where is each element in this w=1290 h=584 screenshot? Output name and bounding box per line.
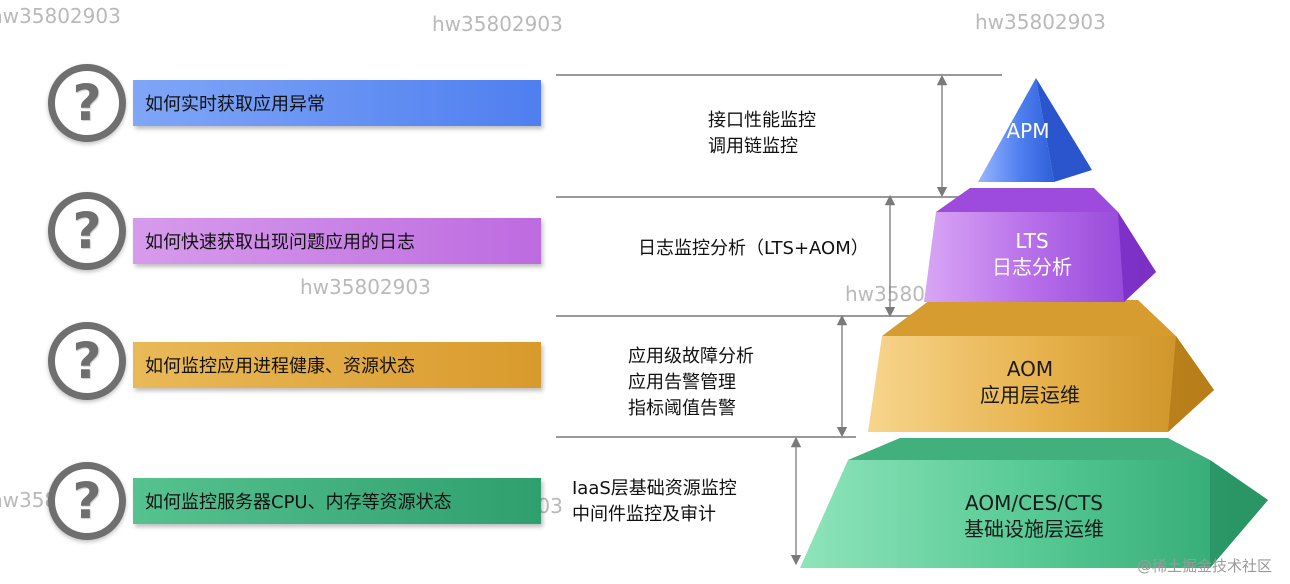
- question-bar-process-health: 如何监控应用进程健康、资源状态: [133, 342, 541, 388]
- divider-line: [556, 436, 856, 438]
- watermark: hw35802903: [300, 275, 431, 299]
- question-label: 如何监控应用进程健康、资源状态: [145, 356, 415, 377]
- capability-line: IaaS层基础资源监控: [572, 478, 737, 499]
- pyramid-level-lts: [924, 188, 1156, 302]
- capability-line: 应用级故障分析: [628, 346, 754, 367]
- source-watermark: @稀土掘金技术社区: [1136, 557, 1272, 575]
- watermark: hw35802903: [432, 12, 563, 36]
- question-label: 如何监控服务器CPU、内存等资源状态: [145, 492, 452, 513]
- pyramid-label-line: 基础设施层运维: [964, 517, 1104, 541]
- divider-line: [556, 196, 976, 198]
- pyramid-level-infra: [800, 438, 1268, 568]
- pyramid-label-line: APM: [1006, 119, 1050, 143]
- divider-line: [556, 315, 916, 317]
- pyramid-label-line: LTS: [1015, 229, 1049, 253]
- capability-line: 日志监控分析（LTS+AOM）: [638, 238, 869, 259]
- question-label: 如何实时获取应用异常: [145, 94, 325, 115]
- pyramid-label-lts: LTS 日志分析: [992, 228, 1072, 280]
- capability-line: 指标阈值告警: [628, 398, 736, 419]
- question-icon: ?: [48, 322, 126, 400]
- divider-line: [556, 74, 1002, 76]
- capability-line: 接口性能监控: [708, 110, 816, 131]
- question-label: 如何快速获取出现问题应用的日志: [145, 232, 415, 253]
- watermark: hw35802903: [0, 4, 121, 28]
- capability-aom: 应用级故障分析 应用告警管理 指标阈值告警: [628, 344, 754, 422]
- pyramid-label-line: AOM: [1006, 357, 1054, 381]
- capability-line: 应用告警管理: [628, 372, 736, 393]
- capability-line: 中间件监控及审计: [572, 504, 716, 525]
- question-icon: ?: [48, 64, 126, 142]
- pyramid-level-aom: [868, 300, 1214, 432]
- watermark: hw35802903: [975, 10, 1106, 34]
- question-bar-app-exception: 如何实时获取应用异常: [133, 80, 541, 126]
- pyramid-label-aom: AOM 应用层运维: [980, 356, 1080, 408]
- question-icon: ?: [48, 192, 126, 270]
- question-icon: ?: [48, 462, 126, 540]
- capability-infra: IaaS层基础资源监控 中间件监控及审计: [572, 476, 737, 528]
- pyramid-label-line: 日志分析: [992, 255, 1072, 279]
- capability-apm: 接口性能监控 调用链监控: [708, 108, 816, 160]
- pyramid-label-infra: AOM/CES/CTS 基础设施层运维: [964, 490, 1104, 542]
- question-bar-app-logs: 如何快速获取出现问题应用的日志: [133, 218, 541, 264]
- pyramid-label-apm: APM: [1007, 118, 1050, 144]
- pyramid-label-line: 应用层运维: [980, 383, 1080, 407]
- pyramid-level-apm: [978, 78, 1092, 182]
- capability-lts: 日志监控分析（LTS+AOM）: [638, 236, 869, 262]
- question-bar-server-resources: 如何监控服务器CPU、内存等资源状态: [133, 478, 541, 524]
- capability-line: 调用链监控: [708, 136, 798, 157]
- pyramid-label-line: AOM/CES/CTS: [965, 491, 1103, 515]
